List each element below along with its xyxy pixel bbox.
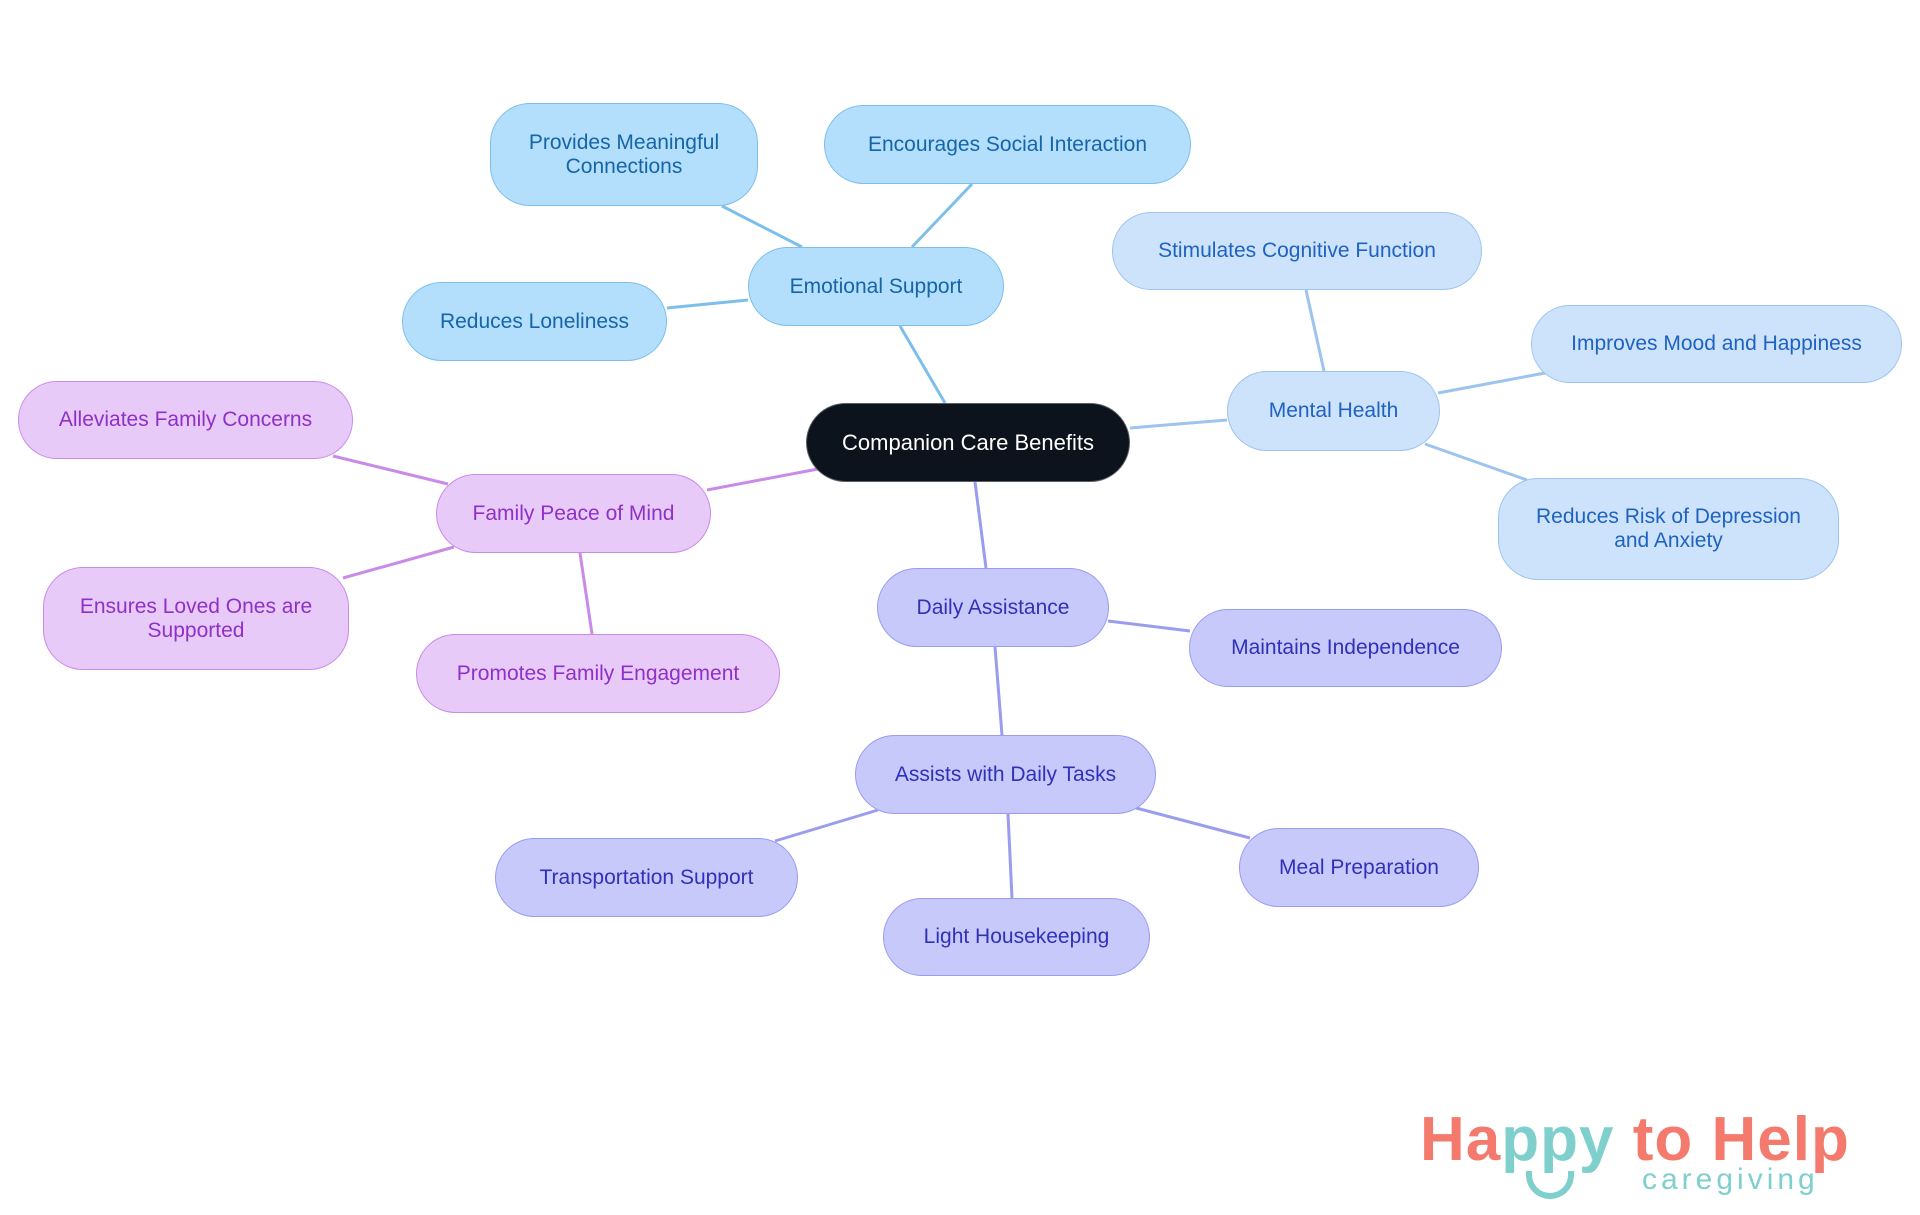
logo-wordmark: Happy to Help (1420, 1105, 1850, 1174)
node-label: Family Peace of Mind (472, 501, 675, 525)
node-stimulates-cognitive-function[interactable]: Stimulates Cognitive Function (1112, 212, 1482, 290)
node-promotes-family-engagement[interactable]: Promotes Family Engagement (416, 634, 780, 713)
node-meal-preparation[interactable]: Meal Preparation (1239, 828, 1479, 907)
node-label: Transportation Support (539, 865, 754, 889)
node-label: Light Housekeeping (923, 925, 1110, 948)
node-label: Meal Preparation (1279, 855, 1439, 879)
logo-subtitle: caregiving (1642, 1163, 1819, 1196)
node-improves-mood-and-happiness[interactable]: Improves Mood and Happiness (1531, 305, 1902, 383)
node-label: Daily Assistance (916, 595, 1070, 619)
node-reduces-loneliness[interactable]: Reduces Loneliness (402, 282, 667, 361)
node-label: Promotes Family Engagement (456, 661, 740, 685)
node-label: Assists with Daily Tasks (894, 762, 1117, 786)
node-light-housekeeping[interactable]: Light Housekeeping (883, 898, 1150, 976)
node-maintains-independence[interactable]: Maintains Independence (1189, 609, 1502, 687)
happy-to-help-logo: Happy to Help caregiving (1420, 1105, 1880, 1205)
node-label: Mental Health (1268, 399, 1399, 422)
node-label-line1: Reduces Risk of Depression (1536, 505, 1801, 528)
node-label-line2: and Anxiety (1614, 529, 1723, 552)
node-mental-health[interactable]: Mental Health (1227, 371, 1440, 451)
node-label: Emotional Support (789, 274, 963, 298)
node-label-line1: Provides Meaningful (528, 130, 720, 154)
node-label: Maintains Independence (1231, 636, 1460, 659)
node-label: Stimulates Cognitive Function (1158, 239, 1436, 262)
smile-icon (1526, 1171, 1574, 1199)
node-label: Encourages Social Interaction (868, 132, 1147, 156)
node-label: Alleviates Family Concerns (58, 408, 313, 431)
node-label-line1: Ensures Loved Ones are (79, 594, 313, 618)
node-label: Improves Mood and Happiness (1571, 332, 1862, 355)
node-label: Reduces Loneliness (439, 309, 630, 333)
node-ensures-loved-ones-supported[interactable]: Ensures Loved Ones are Supported (43, 567, 349, 670)
node-provides-meaningful-connections[interactable]: Provides Meaningful Connections (490, 103, 758, 206)
node-label: Companion Care Benefits (842, 429, 1094, 455)
node-encourages-social-interaction[interactable]: Encourages Social Interaction (824, 105, 1191, 184)
node-transportation-support[interactable]: Transportation Support (495, 838, 798, 917)
node-assists-with-daily-tasks[interactable]: Assists with Daily Tasks (855, 735, 1156, 814)
node-label-line2: Connections (565, 154, 683, 178)
node-label-line2: Supported (147, 618, 245, 642)
node-emotional-support[interactable]: Emotional Support (748, 247, 1004, 326)
root-node-companion-care-benefits[interactable]: Companion Care Benefits (806, 403, 1130, 482)
node-alleviates-family-concerns[interactable]: Alleviates Family Concerns (18, 381, 353, 459)
node-daily-assistance[interactable]: Daily Assistance (877, 568, 1109, 647)
node-reduces-risk-of-depression[interactable]: Reduces Risk of Depression and Anxiety (1498, 478, 1839, 580)
node-family-peace-of-mind[interactable]: Family Peace of Mind (436, 474, 711, 553)
